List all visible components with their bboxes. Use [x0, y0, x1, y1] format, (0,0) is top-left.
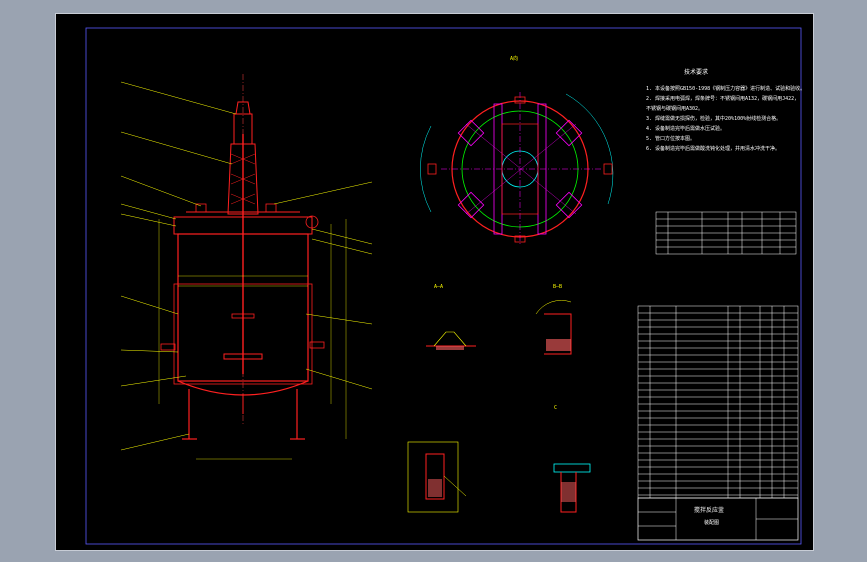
parts-list	[637, 305, 799, 499]
impeller	[223, 353, 263, 360]
top-view-label: A向	[510, 55, 518, 62]
tech-req-item-4: 3. 焊缝需做无损探伤，检验，其中20%100%射线检测合格。	[646, 115, 781, 122]
title-block: 搅拌反应釜 装配图	[637, 497, 799, 541]
detail-d-hatch	[561, 482, 576, 502]
tech-req-item-5: 4. 设备制造完毕后需做水压试验。	[646, 125, 725, 132]
leader-lines	[120, 81, 373, 451]
detail-b-hatch	[546, 339, 571, 351]
nozzle-pad-4	[555, 191, 583, 219]
detail-c-hatch	[428, 479, 442, 497]
drawing-frame: A向 A—A B—B C 技术要求 1. 本设备按照GB150-1998《钢制压…	[55, 13, 814, 551]
title-block-name: 搅拌反应釜	[694, 506, 724, 514]
detail-section-a: A—A	[426, 284, 476, 350]
nozzle-pad-3	[457, 191, 485, 219]
detail-d-top	[553, 463, 591, 473]
frame-bracing	[230, 153, 256, 205]
vessel-assembly	[120, 74, 373, 460]
motor-cap	[235, 101, 251, 115]
upper-impeller	[231, 313, 255, 319]
tech-requirements: 技术要求 1. 本设备按照GB150-1998《钢制压力容器》进行制造、试验和验…	[646, 68, 805, 152]
jacket-outlet	[309, 341, 325, 349]
cad-drawing: A向 A—A B—B C 技术要求 1. 本设备按照GB150-1998《钢制压…	[85, 27, 805, 545]
lug-bottom	[514, 235, 526, 243]
title-block-sub: 装配图	[704, 519, 719, 526]
tech-req-item-7: 6. 设备制造完毕后需做酸洗钝化处理，并用清水冲洗干净。	[646, 145, 780, 152]
inner-border	[85, 27, 802, 545]
top-view-diag2	[465, 123, 577, 215]
nozzle-n1	[195, 203, 207, 213]
detail-b-outline	[544, 313, 572, 355]
tech-req-item-1: 1. 本设备按照GB150-1998《钢制压力容器》进行制造、试验和验收。	[646, 85, 805, 92]
jacket-inlet	[160, 343, 176, 351]
section-c-label: C	[554, 405, 557, 411]
top-view-frame	[501, 123, 539, 215]
detail-c-frame	[407, 441, 459, 513]
angle-arc-left	[420, 125, 432, 213]
tech-req-item-6: 5. 管口方位按本图。	[646, 135, 695, 142]
nozzle-n2	[265, 203, 277, 213]
detail-c-flange	[425, 453, 445, 500]
detail-section-c	[407, 441, 467, 513]
lug-top	[514, 96, 526, 104]
section-b-label: B—B	[553, 284, 562, 290]
detail-c-leader	[443, 475, 467, 497]
motor	[233, 113, 253, 145]
angle-arc-right	[565, 93, 614, 205]
tech-req-item-3: 不锈钢与碳钢间用A302。	[646, 105, 703, 112]
detail-b-arc	[535, 300, 572, 315]
nozzle-table	[655, 211, 797, 255]
tech-req-title: 技术要求	[684, 68, 708, 76]
sight-glass	[305, 215, 319, 229]
nozzle-pad-1	[457, 119, 485, 147]
lug-right	[603, 163, 613, 175]
detail-a-weld	[433, 331, 467, 347]
lug-left	[427, 163, 437, 175]
drive-frame	[227, 143, 259, 215]
section-a-label: A—A	[434, 284, 443, 290]
tech-req-item-2: 2. 焊接采用电弧焊，焊条牌号：不锈钢间用A132，碳钢间用J422，	[646, 95, 799, 102]
detail-a-hatch	[436, 346, 464, 350]
top-view: A向	[420, 55, 614, 246]
detail-section-b: B—B	[535, 284, 572, 355]
detail-section-d: C	[553, 405, 591, 513]
nozzle-pad-2	[555, 119, 583, 147]
